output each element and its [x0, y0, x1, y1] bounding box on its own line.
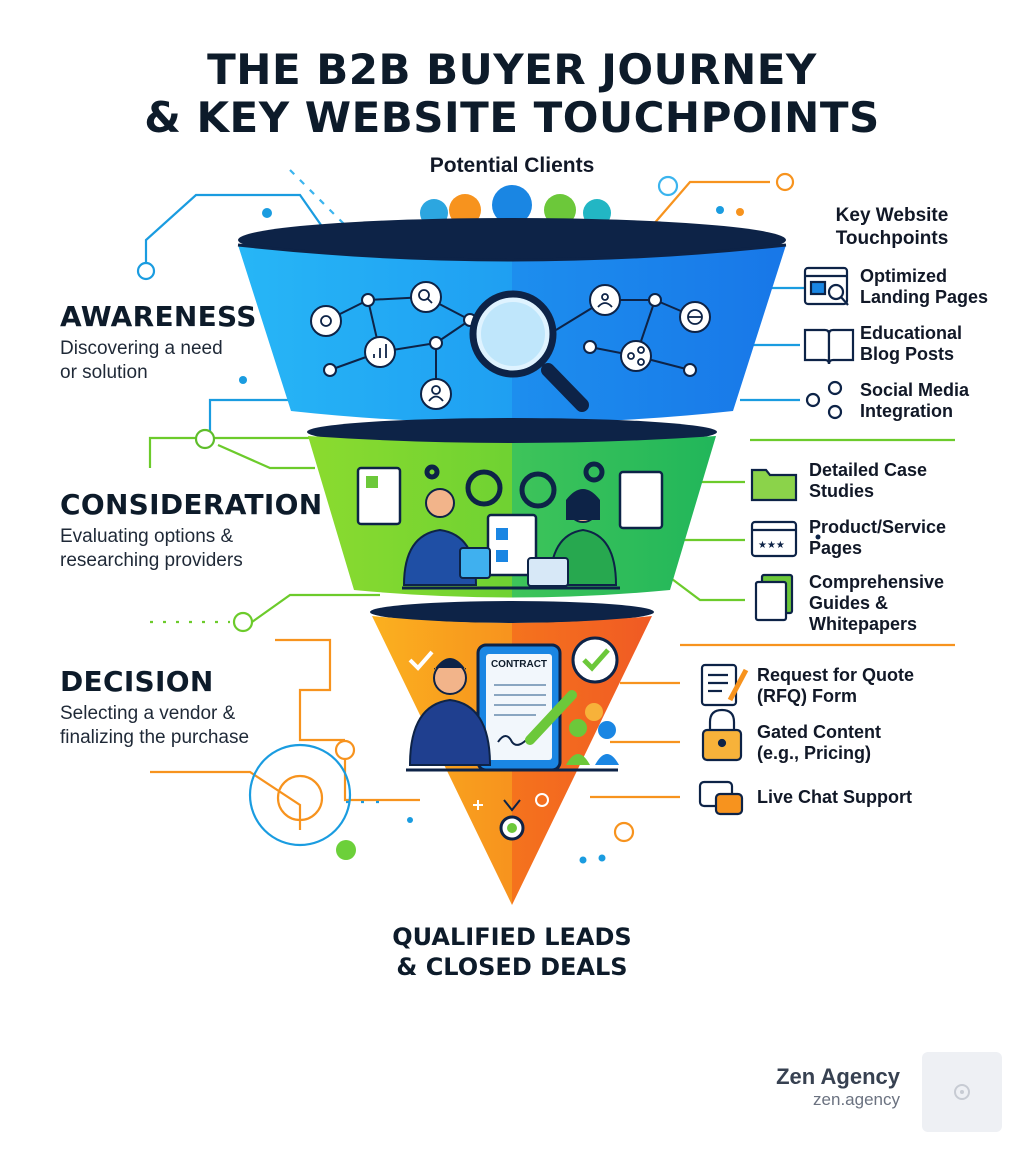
- touchpoint-gated-content-line-2: (e.g., Pricing): [757, 743, 872, 763]
- brand-logo: [922, 1052, 1002, 1132]
- touchpoint-rfq-form: Request for Quote (RFQ) Form: [757, 665, 914, 707]
- touchpoint-product-pages: Product/Service Pages: [809, 517, 946, 559]
- touchpoint-case-studies-line-2: Studies: [809, 481, 875, 501]
- touchpoint-case-studies-line-1: Detailed Case: [809, 460, 928, 480]
- page-title: THE B2B BUYER JOURNEY & KEY WEBSITE TOUC…: [0, 46, 1024, 142]
- stage-decision-desc-line-2: finalizing the purchase: [60, 727, 250, 748]
- touchpoint-product-pages-line-1: Product/Service: [809, 517, 947, 537]
- svg-text:★★★: ★★★: [758, 540, 785, 551]
- funnel-decision: [370, 601, 654, 905]
- touchpoint-blog-posts-line-2: Blog Posts: [860, 344, 955, 364]
- touchpoint-guides-line-1: Comprehensive: [809, 572, 945, 592]
- stage-consideration-title: CONSIDERATION: [60, 488, 323, 521]
- stage-awareness: AWARENESS Discovering a need or solution: [60, 300, 257, 385]
- stage-consideration-desc-line-1: Evaluating options &: [60, 526, 234, 547]
- title-line-2: & KEY WEBSITE TOUCHPOINTS: [144, 93, 880, 142]
- qualified-leads-line-2: & CLOSED DEALS: [396, 953, 628, 981]
- touchpoint-social-media-line-2: Integration: [860, 401, 953, 421]
- contract-label: CONTRACT: [490, 659, 548, 670]
- stage-awareness-desc-line-2: or solution: [60, 362, 148, 383]
- touchpoint-guides-whitepapers: Comprehensive Guides & Whitepapers: [809, 572, 944, 635]
- touchpoint-landing-pages: Optimized Landing Pages: [860, 266, 988, 308]
- title-line-1: THE B2B BUYER JOURNEY: [207, 45, 817, 94]
- stage-decision: DECISION Selecting a vendor & finalizing…: [60, 665, 249, 750]
- stage-decision-desc: Selecting a vendor & finalizing the purc…: [60, 702, 249, 750]
- touchpoint-rfq-form-line-2: (RFQ) Form: [757, 686, 857, 706]
- brand-name: Zen Agency: [776, 1064, 900, 1089]
- touchpoint-blog-posts-line-1: Educational: [860, 323, 963, 343]
- decorative-lines-right: [407, 172, 955, 864]
- touchpoints-heading-line-1: Key Website: [835, 205, 949, 226]
- touchpoint-icons: [698, 266, 855, 816]
- brand-url: zen.agency: [813, 1090, 900, 1109]
- touchpoint-landing-pages-line-2: Landing Pages: [860, 287, 989, 307]
- qualified-leads-label: QUALIFIED LEADS & CLOSED DEALS: [0, 922, 1024, 982]
- touchpoint-case-studies: Detailed Case Studies: [809, 460, 927, 502]
- touchpoint-blog-posts: Educational Blog Posts: [860, 323, 962, 365]
- stage-consideration-desc: Evaluating options & researching provide…: [60, 525, 322, 573]
- touchpoint-product-pages-line-2: Pages: [809, 538, 863, 558]
- touchpoint-live-chat-line-1: Live Chat Support: [757, 787, 913, 807]
- stage-awareness-desc: Discovering a need or solution: [60, 337, 257, 385]
- brand-block: Zen Agency zen.agency: [700, 1064, 900, 1110]
- touchpoints-heading-line-2: Touchpoints: [835, 228, 949, 249]
- stage-consideration: CONSIDERATION Evaluating options & resea…: [60, 488, 322, 573]
- touchpoint-guides-line-2: Guides &: [809, 593, 889, 613]
- touchpoint-rfq-form-line-1: Request for Quote: [757, 665, 915, 685]
- stage-decision-title: DECISION: [60, 665, 214, 698]
- decorative-lines-left: [136, 169, 420, 860]
- funnel-consideration: [307, 418, 717, 598]
- touchpoint-social-media: Social Media Integration: [860, 380, 969, 422]
- touchpoints-heading: Key Website Touchpoints: [812, 204, 972, 250]
- stage-decision-desc-line-1: Selecting a vendor &: [60, 703, 236, 724]
- stage-awareness-desc-line-1: Discovering a need: [60, 338, 223, 359]
- qualified-leads-line-1: QUALIFIED LEADS: [392, 923, 632, 951]
- potential-clients-label: Potential Clients: [429, 154, 595, 177]
- stage-consideration-desc-line-2: researching providers: [60, 550, 243, 571]
- touchpoint-social-media-line-1: Social Media: [860, 380, 970, 400]
- brand-logo-icon: [954, 1084, 970, 1100]
- touchpoint-gated-content: Gated Content (e.g., Pricing): [757, 722, 881, 764]
- touchpoint-guides-line-3: Whitepapers: [809, 614, 918, 634]
- touchpoint-landing-pages-line-1: Optimized: [860, 266, 948, 286]
- touchpoint-gated-content-line-1: Gated Content: [757, 722, 881, 742]
- funnel-awareness: [237, 218, 787, 423]
- stage-awareness-title: AWARENESS: [60, 300, 257, 333]
- touchpoint-live-chat: Live Chat Support: [757, 787, 912, 808]
